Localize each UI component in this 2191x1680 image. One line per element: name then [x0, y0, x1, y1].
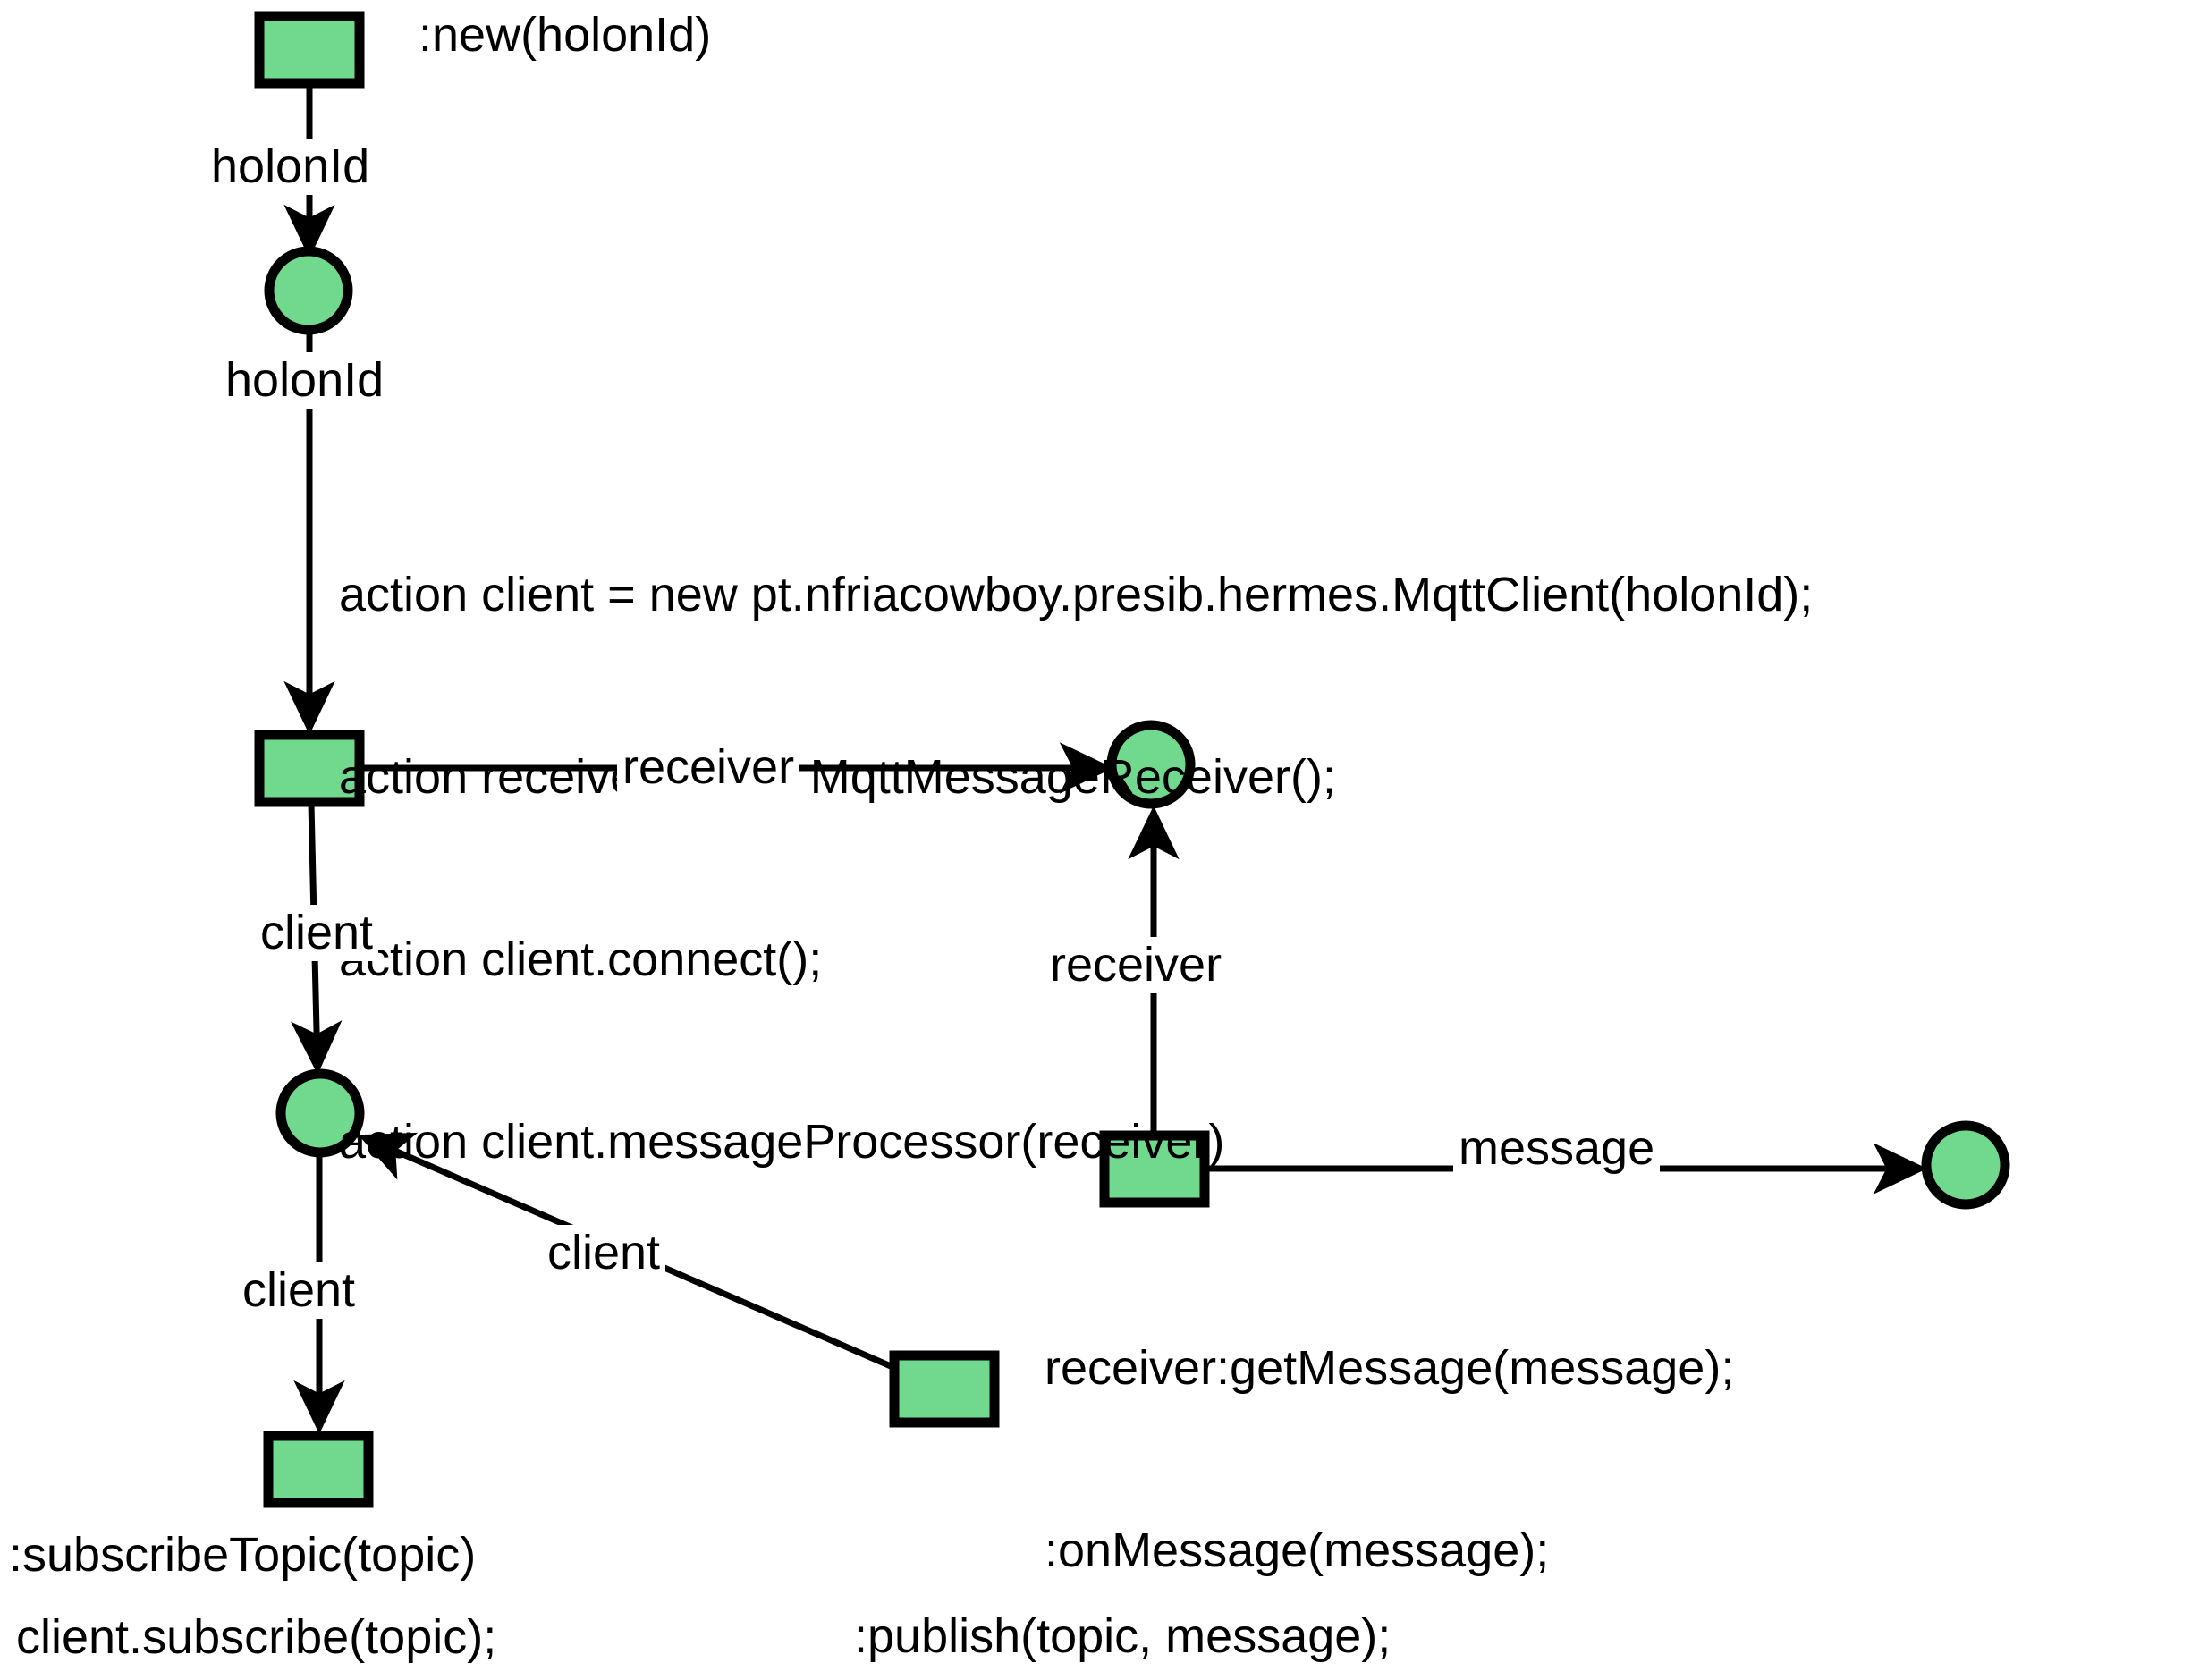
action-annotation: action client = new pt.nfriacowboy.presi…	[339, 443, 1813, 1294]
arc-label-receiver-top: receiver	[617, 739, 800, 796]
arc-label-receiver-vertical: receiver	[1045, 937, 1228, 993]
receiver-message-transition[interactable]	[1099, 1130, 1210, 1208]
new-transition-label: :new(holonId)	[419, 8, 712, 62]
message-place[interactable]	[1921, 1120, 2010, 1210]
receiver-annotation: receiver:getMessage(message); :onMessage…	[1045, 1216, 1734, 1680]
action-annotation-line-4: action client.messageProcessor(receiver)	[339, 1115, 1225, 1169]
publish-annotation-line-1: :publish(topic, message);	[854, 1609, 1392, 1664]
receiver-annotation-line-1: receiver:getMessage(message);	[1045, 1341, 1735, 1396]
new-transition[interactable]	[254, 11, 365, 89]
arc-label-message: message	[1453, 1120, 1661, 1177]
action-annotation-line-2: action receiver = new MqttMessageReceive…	[339, 750, 1336, 805]
arc-label-client-lower: client	[237, 1262, 361, 1319]
publish-annotation: :publish(topic, message); client.sendMes…	[854, 1484, 1637, 1680]
action-annotation-line-1: action client = new pt.nfriacowboy.presi…	[339, 568, 1814, 622]
action-transition[interactable]	[254, 730, 365, 807]
receiver-place[interactable]	[1106, 720, 1196, 809]
subscribe-annotation-line-1: :subscribeTopic(topic)	[9, 1528, 477, 1582]
arc-label-client-upper: client	[255, 905, 379, 961]
client-place[interactable]	[275, 1068, 365, 1158]
subscribe-transition[interactable]	[263, 1431, 374, 1508]
publish-transition[interactable]	[889, 1350, 1000, 1428]
arc-label-holonid-top: holonId	[206, 139, 376, 195]
arc-label-client-diagonal: client	[542, 1225, 666, 1281]
receiver-annotation-line-2: :onMessage(message);	[1045, 1524, 1550, 1578]
subscribe-annotation-line-2: client.subscribe(topic);	[16, 1610, 497, 1664]
holonid-place[interactable]	[264, 246, 353, 335]
arc-label-holonid-bottom: holonId	[220, 352, 390, 409]
